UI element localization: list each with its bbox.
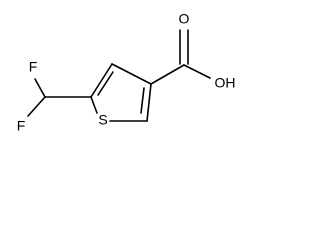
bond-c4-c5-inner [97,71,114,96]
bond-c2-c3 [146,83,152,122]
bond-c5-s1 [90,96,98,114]
sulfur-label: S [98,112,107,128]
hydroxyl-label: OH [215,75,236,91]
bond-carboxyl-hydroxyl [183,64,211,79]
bond-c3-carboxyl-carbon [150,64,185,85]
bond-chf2-bottom-fluorine [27,96,46,117]
chemical-structure-figure: F F S O OH [16,10,236,134]
carbonyl-oxygen-label: O [179,11,190,27]
fluorine-bottom-label: F [17,118,26,134]
fluorine-top-label: F [29,59,38,75]
molecule-diagram: F F S O OH [17,11,236,134]
bond-c3-c4 [111,63,152,85]
bond-chf2-top-fluorine [34,78,46,98]
bond-c4-c5 [90,63,113,98]
bond-c2-c3-inner [140,87,145,114]
